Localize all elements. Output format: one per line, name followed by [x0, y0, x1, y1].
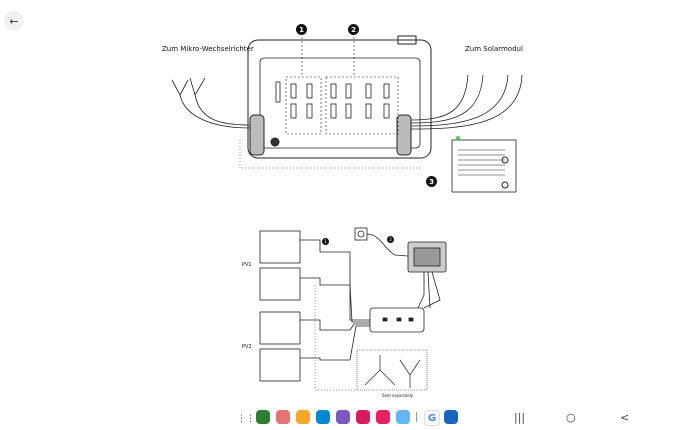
label-micro-inverter: Zum Mikro-Wechselrichter [162, 45, 254, 53]
callout-3: 3 [426, 176, 437, 187]
back-button[interactable]: ← [5, 12, 23, 30]
recents-button[interactable]: ||| [514, 411, 526, 424]
taskbar: ⋮⋮⋮ G ||| ○ < [0, 406, 690, 430]
callout-1: 1 [296, 24, 307, 35]
bottom-callout-2: 2 [387, 236, 394, 243]
home-button[interactable]: ○ [566, 411, 576, 424]
bottom-callout-1: 1 [322, 238, 329, 245]
app-notes-icon[interactable] [396, 410, 410, 424]
callout-2: 2 [348, 24, 359, 35]
app-files-icon[interactable] [296, 410, 310, 424]
app-photos-icon[interactable] [276, 410, 290, 424]
arrow-left-icon: ← [9, 14, 19, 28]
app-pink-icon[interactable] [356, 410, 370, 424]
label-solar-module: Zum Solarmodul [465, 45, 523, 53]
top-connection-diagram [171, 35, 523, 391]
google-icon[interactable]: G [424, 410, 440, 426]
app-purple-icon[interactable] [336, 410, 350, 424]
taskbar-divider [416, 412, 417, 422]
app-red-icon[interactable] [376, 410, 390, 424]
sold-separately-caption: Sold separately [382, 393, 414, 398]
app-blue-icon[interactable] [316, 410, 330, 424]
label-pv2: PV2 [242, 344, 252, 350]
nav-back-button[interactable]: < [620, 411, 630, 424]
apps-grid-icon[interactable]: ⋮⋮⋮ [237, 414, 264, 424]
app-mail-icon[interactable] [444, 410, 458, 424]
app-green-icon[interactable] [256, 410, 270, 424]
label-pv1: PV1 [242, 262, 252, 268]
